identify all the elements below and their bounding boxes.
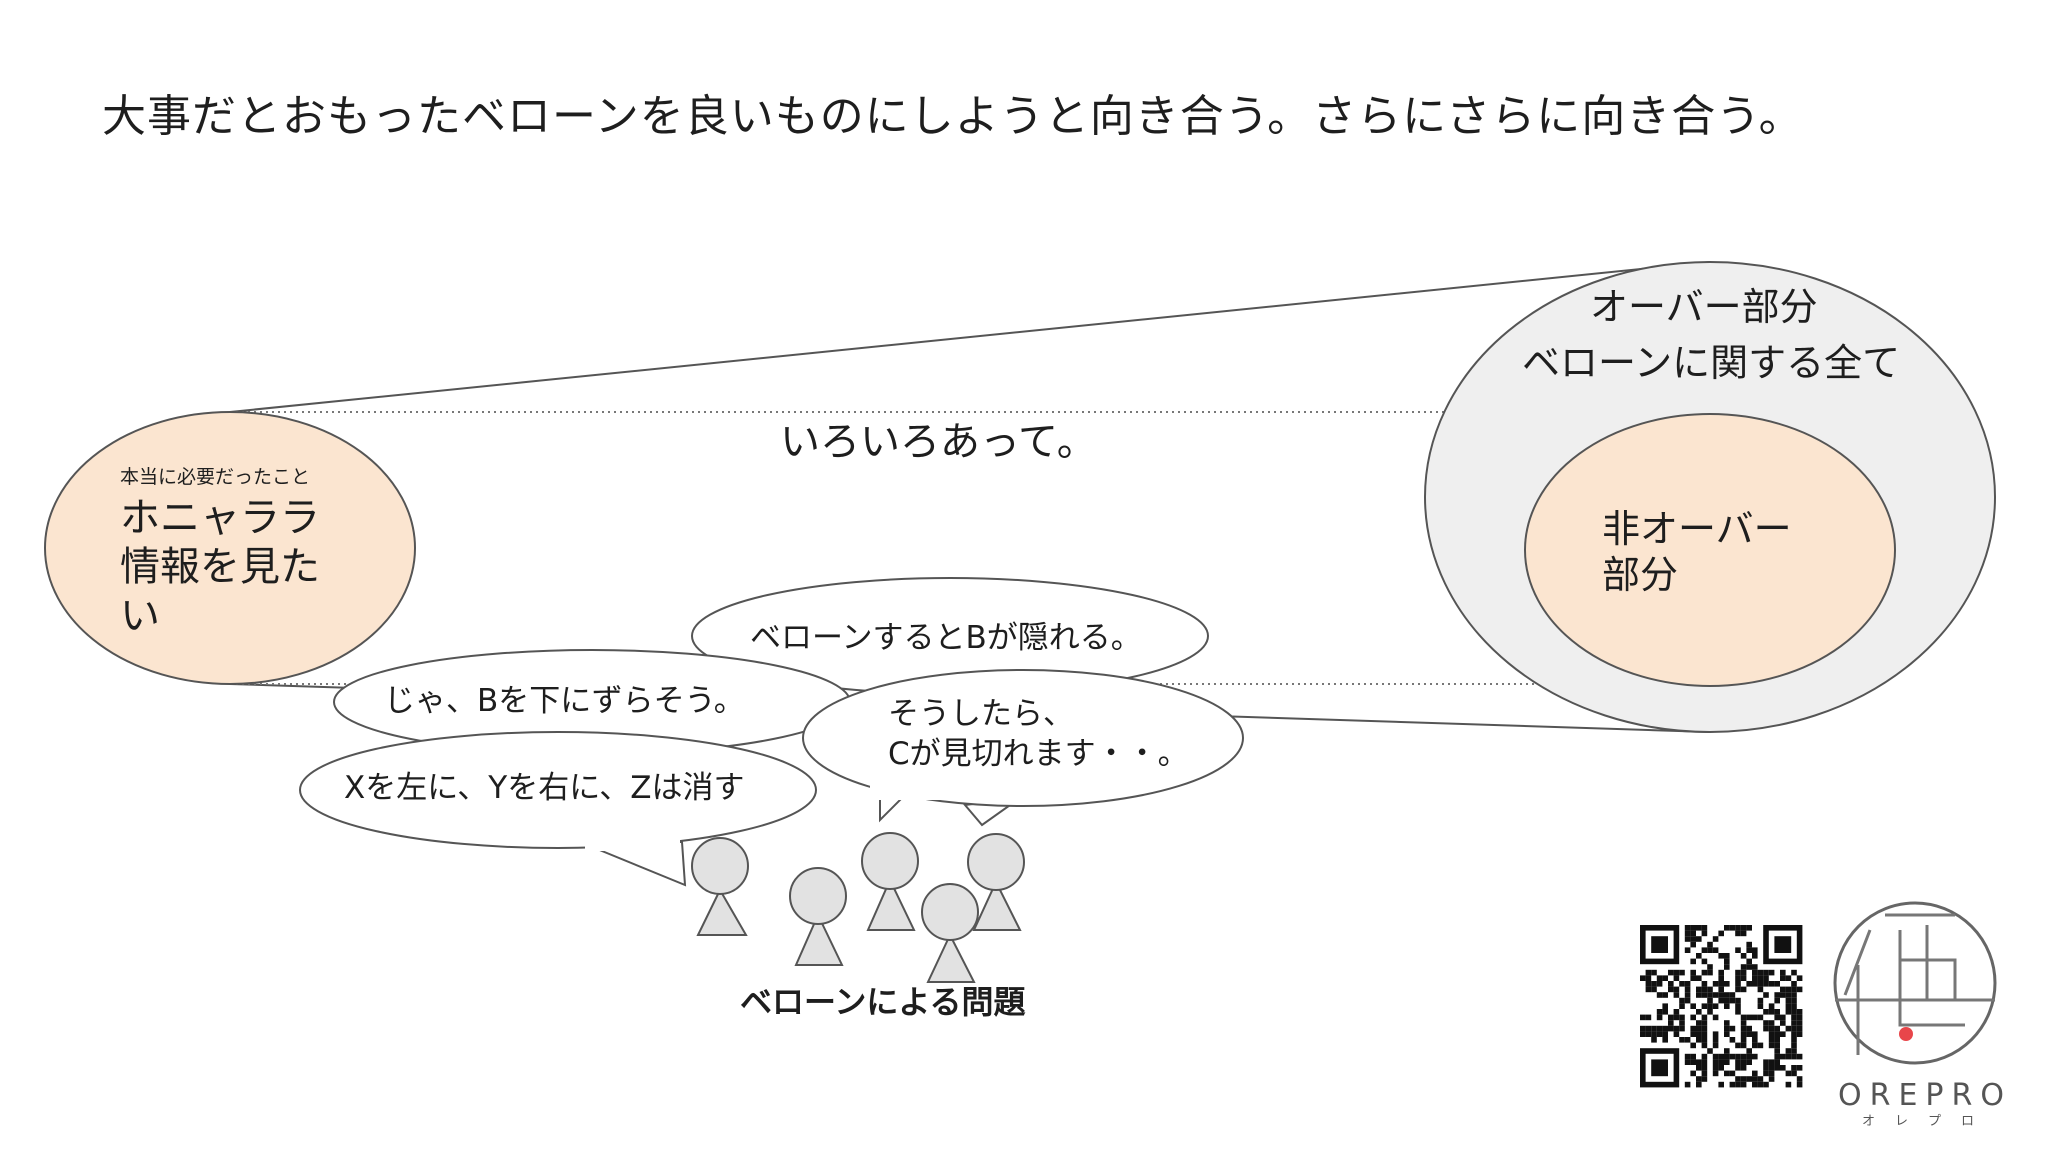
logo-kana: オレプロ [1862,1114,1995,1129]
bubble-3-line-2: Cが見切れます・・。 [888,736,1189,772]
inner-ellipse [1524,413,1896,687]
slide-title: 大事だとおもったベローンを良いものにしようと向き合う。さらにさらに向き合う。 [102,91,1804,142]
inner-ellipse-label: 非オーバー部分 [1602,507,1792,597]
person-figure-2 [789,867,847,966]
bubble-1-text: ベローンするとBが隠れる。 [750,620,1142,656]
speech-bubble-4 [299,731,817,887]
orepro-logo [1833,901,1997,1065]
qr-code [1636,921,1807,1092]
connector-top [229,261,1711,413]
left-ellipse-big-label: ホニャララ情報を見たい [120,495,320,639]
outer-ellipse-label-2: ベローンに関する全て [1522,341,1901,385]
logo-name: OREPRO [1838,1078,2012,1113]
person-figure-1 [691,837,749,936]
bubble-3-line-1: そうしたら、 [888,696,1074,732]
bubble-2-text: じゃ、Bを下にずらそう。 [384,683,745,719]
diagram-caption: ベローンによる問題 [740,983,1026,1021]
left-ellipse [44,411,416,685]
left-ellipse-small-label: 本当に必要だったこと [120,466,311,488]
bubble-4-text: Xを左に、Yを右に、Zは消す [344,770,745,806]
person-figure-5 [921,883,979,983]
speech-bubble-3 [802,669,1244,827]
person-figure-3 [861,832,919,931]
middle-text: いろいろあって。 [780,419,1097,465]
logo-red-dot [1899,1027,1913,1041]
outer-ellipse-label-1: オーバー部分 [1590,285,1818,329]
bubble-3-text: そうしたら、 Cが見切れます・・。 [888,694,1189,774]
person-figure-4 [967,833,1025,931]
